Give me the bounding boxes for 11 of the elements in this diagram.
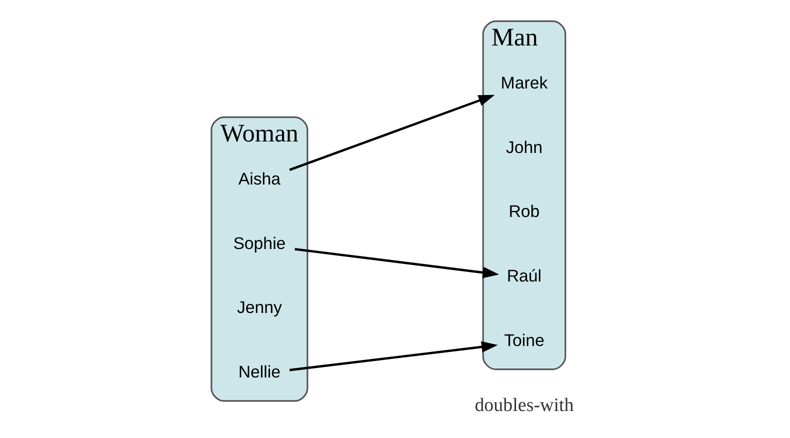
node-text: Toine (504, 330, 544, 350)
node-text: Marek (500, 74, 548, 93)
node-text: Jenny (236, 298, 282, 318)
node-text: Aisha (238, 170, 281, 189)
arrow (289, 94, 495, 171)
node-text: Nellie (238, 362, 281, 382)
node-text: Sophie (233, 234, 286, 253)
node-text: John (506, 138, 543, 157)
node-text: Raúl (506, 266, 542, 286)
label: doubles-with (474, 394, 574, 416)
node-text: Rob (508, 202, 540, 222)
